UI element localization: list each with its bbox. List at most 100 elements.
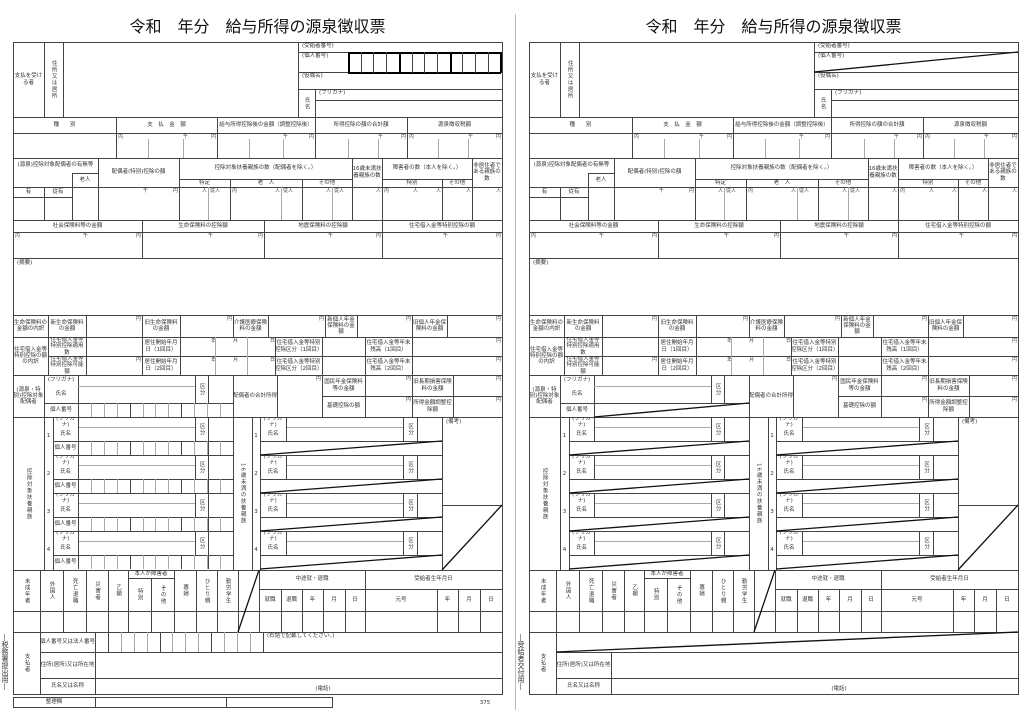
- hi-label: 日: [868, 596, 874, 603]
- nin-unit: 人: [791, 188, 797, 194]
- yen-unit: 円: [173, 188, 179, 194]
- grid-line: [898, 158, 899, 220]
- housing-breakdown-label: 住宅借入金等特別控除の額の内訳: [13, 346, 47, 366]
- grid-line: [277, 375, 278, 417]
- yen-unit: 円: [227, 316, 233, 322]
- strike-line: [593, 402, 750, 418]
- kubun-label: 区分: [923, 422, 930, 436]
- grid-line: [724, 493, 725, 517]
- grid-line: [480, 589, 481, 632]
- grid-line: [217, 570, 218, 632]
- grid-line: [398, 52, 401, 73]
- post-label: (役職名): [302, 73, 323, 79]
- grid-line: [286, 427, 403, 428]
- yen-unit: 円: [496, 233, 502, 239]
- sen-unit: 千: [724, 233, 730, 239]
- grid-line: [260, 479, 442, 480]
- grid-line: [529, 187, 1018, 188]
- h-balance2-label: 住宅借入金等年末残高（2回目）: [882, 359, 927, 372]
- yen-unit: 円: [922, 316, 928, 322]
- grid-line: [219, 441, 221, 455]
- chosei-label: 所得金額調整控除額: [929, 400, 968, 413]
- grid-line: [195, 455, 196, 479]
- bikou-label: (備考): [446, 419, 462, 425]
- grid-line: [40, 570, 41, 632]
- spouse-income-label: 配偶者の合計所得: [233, 392, 277, 399]
- grid-line: [447, 315, 448, 337]
- grid-line: [468, 139, 469, 158]
- grid-line: [529, 315, 1018, 316]
- grid-line: [348, 72, 501, 74]
- page-divider: [515, 14, 516, 710]
- grid-line: [529, 375, 1018, 376]
- sen-unit: 千: [183, 134, 189, 140]
- uchi-unit: 内: [925, 134, 931, 140]
- grid-line: [208, 455, 209, 493]
- grid-line: [181, 555, 183, 569]
- self-disabled-label: 本人が障害者: [134, 570, 168, 577]
- h-ded-label: 所得控除の額の合計額: [333, 121, 389, 128]
- h-type-label: 種 別: [569, 121, 592, 128]
- grid-line: [249, 632, 251, 652]
- sen-unit: 千: [699, 134, 705, 140]
- grid-line: [40, 632, 41, 694]
- grid-line: [749, 315, 750, 337]
- yen-unit: 円: [406, 376, 412, 382]
- kubun-label: 区分: [198, 422, 205, 436]
- side-label: ―受給者交付用―: [517, 634, 526, 690]
- furigana-label: (フリガナ): [56, 493, 75, 503]
- grid-line: [53, 493, 233, 494]
- grid-line: [412, 315, 413, 337]
- grid-line: [996, 589, 997, 632]
- grid-line: [78, 493, 79, 531]
- shimei-label: 氏名: [59, 430, 71, 437]
- grid-line: [238, 570, 239, 632]
- grid-line: [194, 517, 196, 531]
- grid-line: [116, 117, 117, 158]
- uchi-unit: 内: [748, 188, 754, 194]
- chuto-label: 中途就・退職: [811, 576, 845, 583]
- grid-line: [365, 570, 366, 632]
- seiri-label: 整理欄: [45, 698, 63, 705]
- grid-line: [793, 375, 794, 417]
- grid-line: [831, 117, 832, 158]
- grid-line: [724, 531, 725, 555]
- grid-line: [298, 42, 299, 117]
- grid-line: [564, 315, 565, 337]
- old-pension-label: 旧個人年金保険料の金額: [928, 319, 962, 332]
- grid-line: [724, 187, 725, 220]
- yen-unit: 円: [652, 316, 658, 322]
- grid-line: [151, 578, 152, 632]
- grid-line: [194, 403, 196, 417]
- grid-line: [40, 652, 502, 653]
- grid-line: [864, 139, 865, 158]
- grid-line: [667, 578, 668, 632]
- strike-line: [259, 478, 443, 494]
- grid-line: [818, 589, 819, 632]
- n-label: 1: [562, 432, 567, 439]
- hi-unit: 日: [270, 338, 276, 344]
- grid-line: [230, 179, 231, 220]
- grid-line: [841, 315, 842, 337]
- other-label: その他: [448, 179, 466, 186]
- other-label: その他: [159, 584, 166, 605]
- ju-nin-unit: 従人: [210, 188, 221, 194]
- kojin-no-label: 個人番号: [54, 482, 77, 489]
- grid-line: [588, 173, 589, 220]
- shimei-label: 氏名: [783, 430, 795, 437]
- u16-lbl-label: 16歳未満の扶養親族: [755, 463, 762, 524]
- grid-line: [260, 555, 442, 556]
- grid-line: [259, 589, 502, 590]
- grid-line: [78, 541, 195, 542]
- grid-line: [208, 493, 209, 531]
- furigana-label: (フリガナ): [263, 455, 283, 465]
- social-label: 社会保険料等の金額: [52, 222, 103, 229]
- disaster-label: 災害者: [610, 580, 617, 601]
- sen-unit: 千: [443, 233, 449, 239]
- sen-unit: 千: [378, 134, 384, 140]
- dep-lbl-label: 控除対象扶養親族: [25, 467, 32, 520]
- grid-line: [799, 139, 800, 158]
- kojin-no-label: 個人番号: [54, 520, 77, 527]
- tsuki-label: 月: [982, 596, 988, 603]
- strike-line: [957, 504, 1019, 571]
